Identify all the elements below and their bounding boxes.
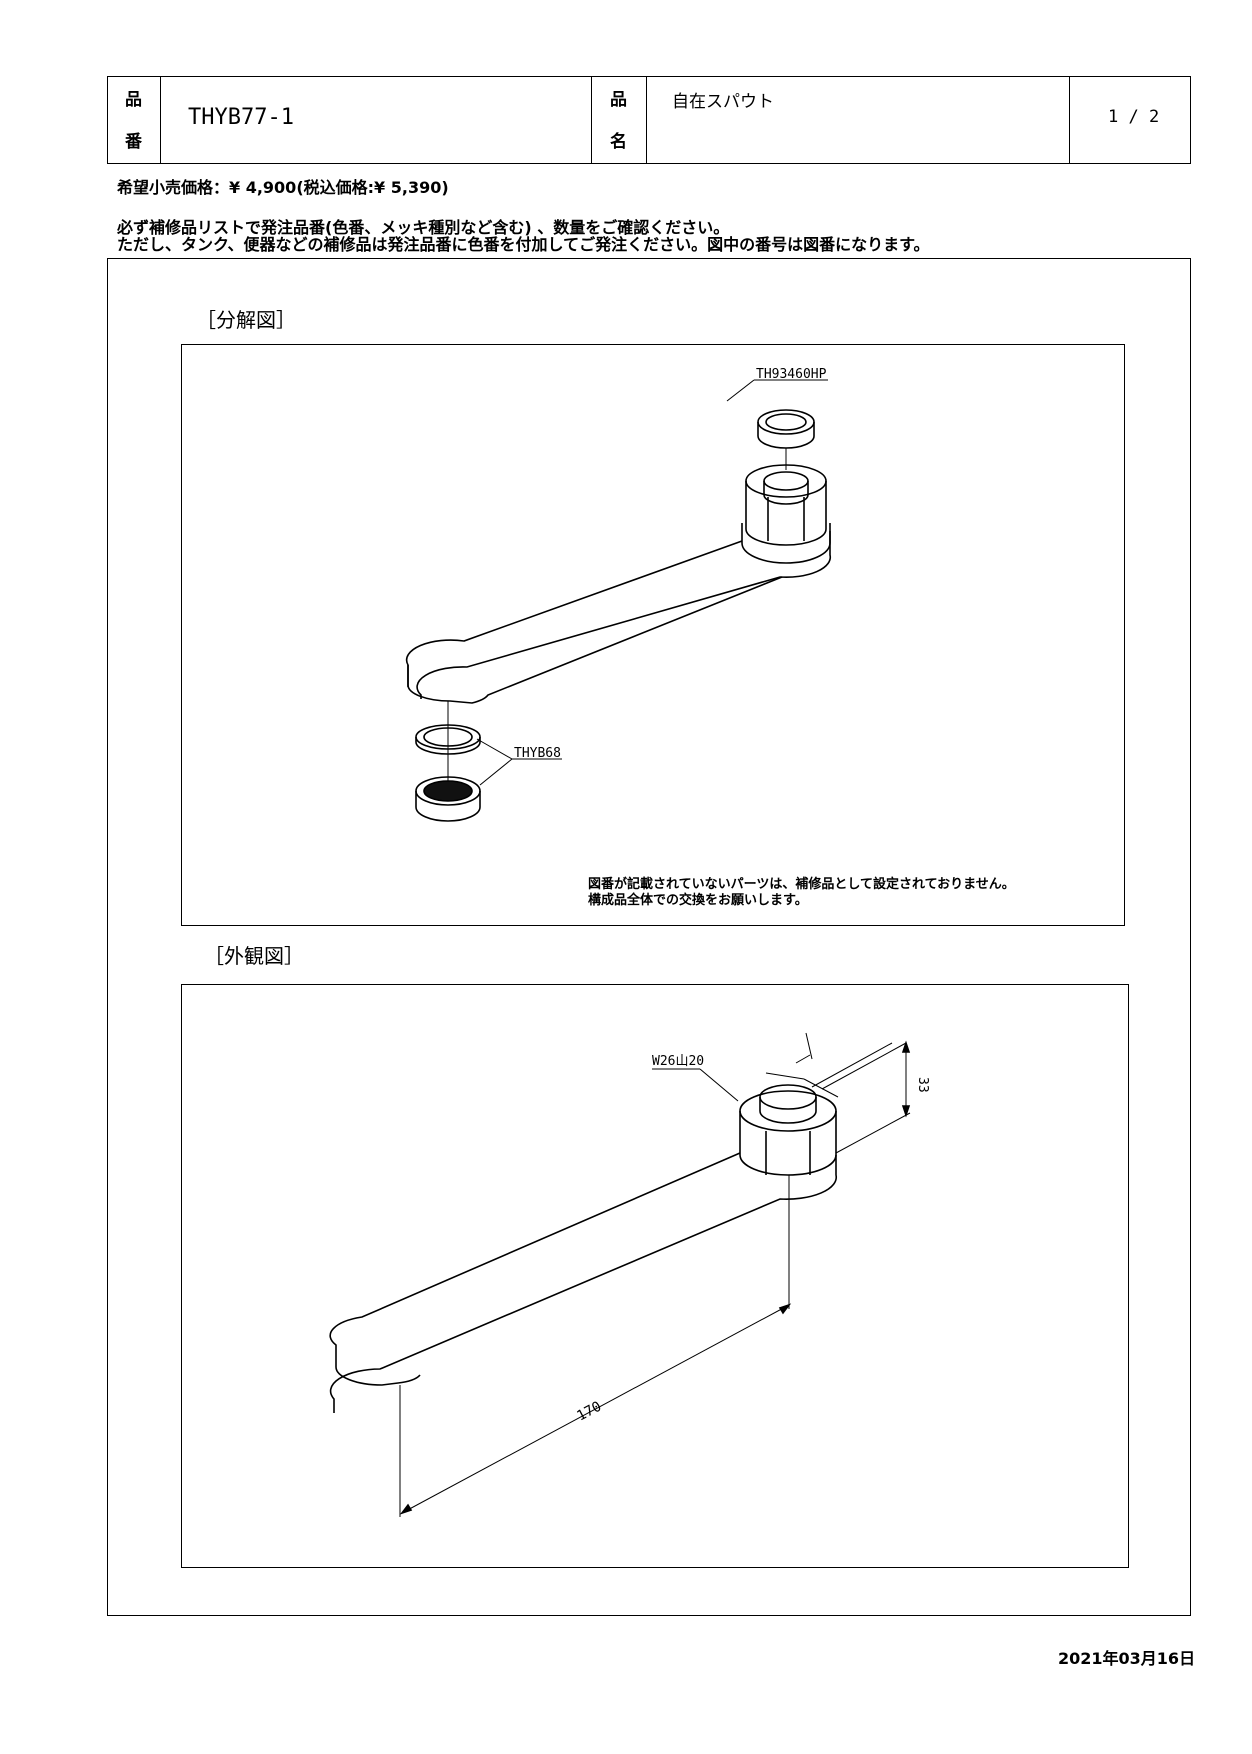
product-name: 自在スパウト xyxy=(672,92,774,112)
order-note: ただし、タンク、便器などの補修品は発注品番に色番を付加してご発注ください。図中の… xyxy=(117,235,930,254)
spout-body xyxy=(741,523,831,564)
code-label: 番 xyxy=(125,132,142,152)
spout-body xyxy=(329,1155,838,1413)
exploded-view-drawing: TH93460HP THYB68 xyxy=(405,367,832,822)
divider xyxy=(646,77,647,163)
product-code: THYB77-1 xyxy=(188,105,294,130)
height-dimension: 33 xyxy=(915,1077,930,1093)
name-label: 名 xyxy=(610,132,627,152)
divider xyxy=(591,77,592,163)
nut-part xyxy=(739,1090,837,1132)
exploded-view-panel: TH93460HP THYB68 xyxy=(181,344,1125,926)
part-label-top: TH93460HP xyxy=(756,367,827,382)
code-label: 品 xyxy=(125,90,142,110)
issue-date: 2021年03月16日 xyxy=(1058,1649,1196,1668)
external-view-drawing: W26山20 33 170 xyxy=(329,1032,930,1517)
external-view-panel: W26山20 33 170 xyxy=(181,984,1129,1568)
order-note: 必ず補修品リストで発注品番(色番、メッキ種別など含む) 、数量をご確認ください。 xyxy=(117,218,730,237)
divider xyxy=(1069,77,1070,163)
thread-label: W26山20 xyxy=(652,1054,704,1069)
length-dimension: 170 xyxy=(574,1399,604,1425)
header-table: 品 番 THYB77-1 品 名 自在スパウト 1 / 2 xyxy=(107,76,1191,164)
footnote: 構成品全体での交換をお願いします。 xyxy=(588,893,808,908)
footnote: 図番が記載されていないパーツは、補修品として設定されておりません。 xyxy=(588,877,1015,892)
name-label: 品 xyxy=(610,90,627,110)
page-number: 1 / 2 xyxy=(1108,107,1160,127)
part-label-bottom: THYB68 xyxy=(514,746,561,761)
divider xyxy=(160,77,161,163)
price-note: 希望小売価格：¥ 4,900(税込価格:¥ 5,390) xyxy=(117,178,449,197)
exploded-view-title: ［分解図］ xyxy=(196,308,296,332)
drawing-frame xyxy=(107,258,1191,1616)
external-view-title: ［外観図］ xyxy=(204,944,304,968)
